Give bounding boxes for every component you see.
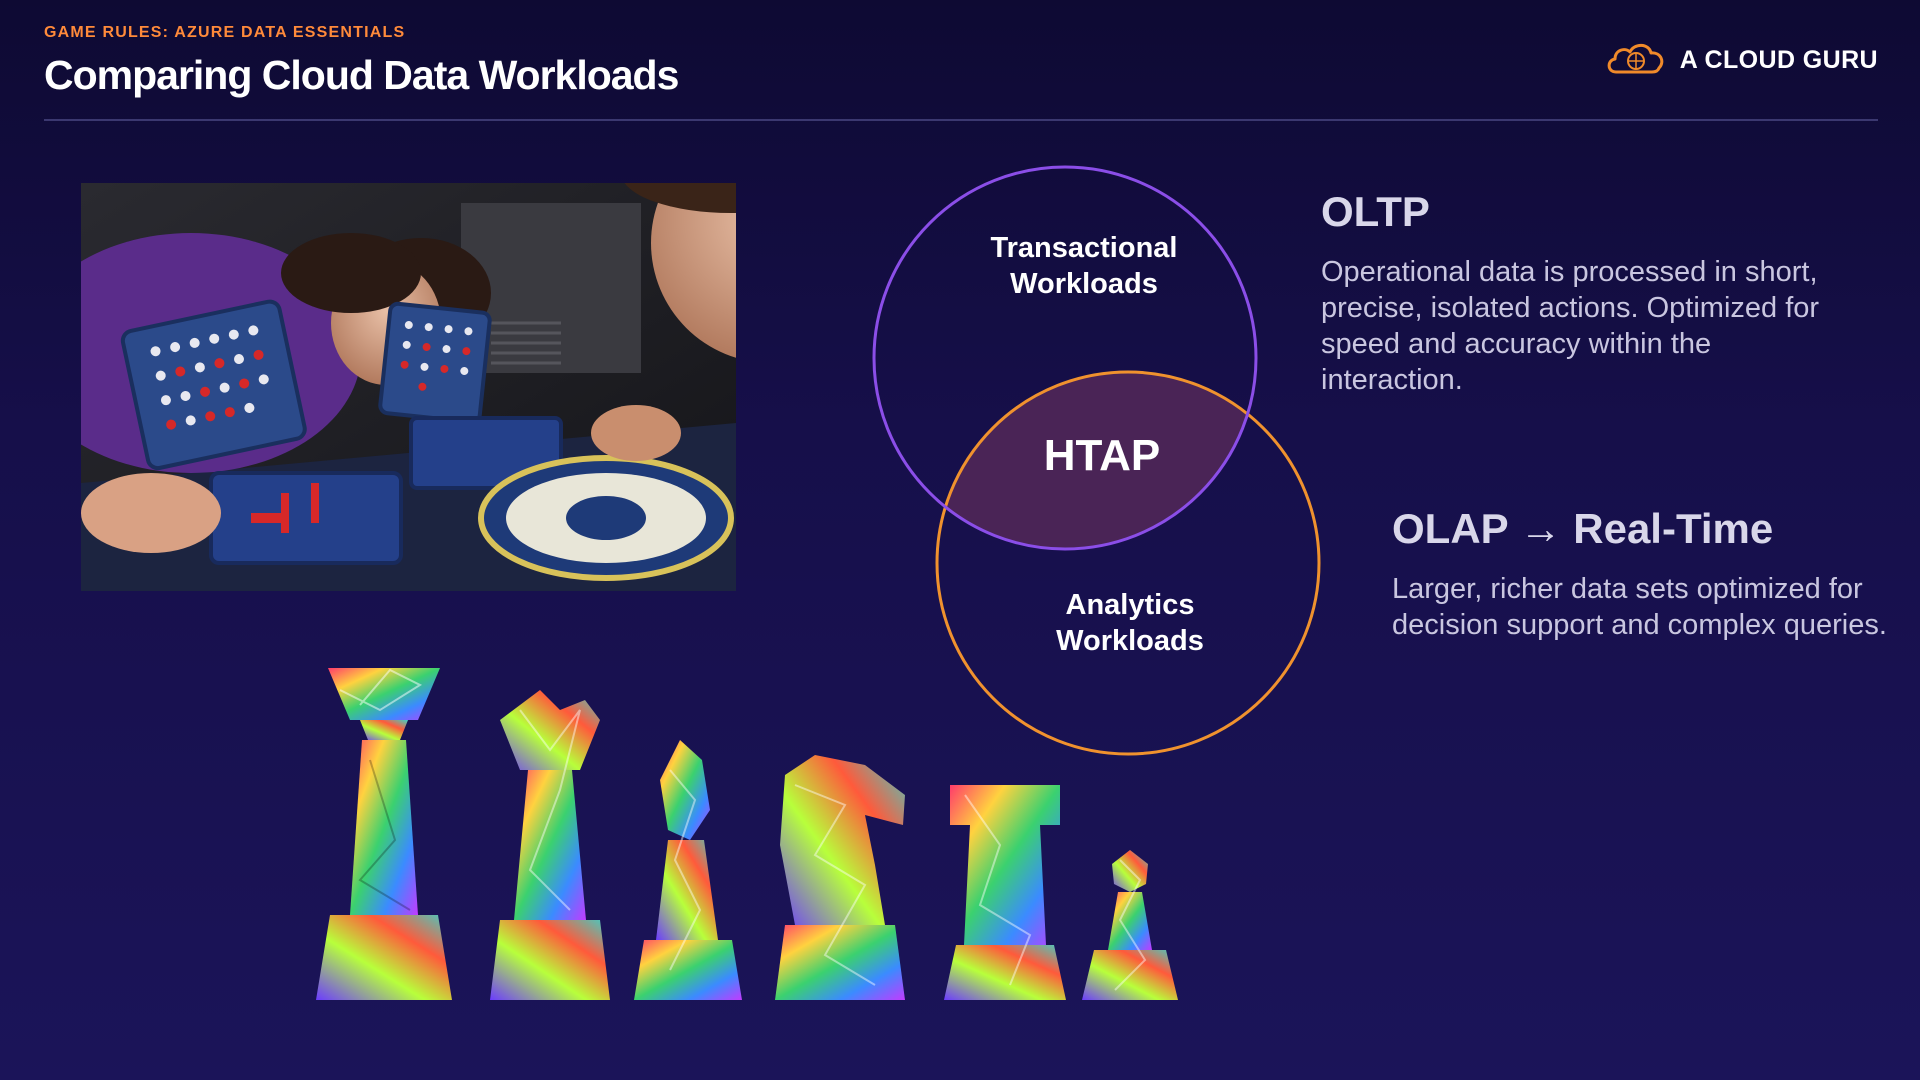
pawn-piece xyxy=(1082,850,1178,1000)
oltp-section: OLTP Operational data is processed in sh… xyxy=(1321,188,1841,398)
oltp-description: Operational data is processed in short, … xyxy=(1321,256,1820,396)
bishop-piece xyxy=(634,740,742,1000)
slide-title: Comparing Cloud Data Workloads xyxy=(44,52,679,98)
header-divider xyxy=(44,119,1878,121)
olap-section: OLAP → Real-Time Larger, richer data set… xyxy=(1392,505,1892,643)
brand-name: A CLOUD GURU xyxy=(1679,46,1878,74)
analytics-circle xyxy=(935,370,1321,756)
battleship-photo xyxy=(81,183,736,591)
olap-description: Larger, richer data sets optimized for d… xyxy=(1392,573,1887,641)
analytics-workloads-label: Analytics Workloads xyxy=(1056,589,1204,657)
rook-piece xyxy=(944,785,1066,1000)
brand-logo: A CLOUD GURU xyxy=(1604,38,1878,83)
transactional-workloads-label: Transactional Workloads xyxy=(990,232,1178,300)
workload-venn-diagram: Transactional Workloads HTAP Analytics W… xyxy=(860,160,1340,770)
oltp-heading: OLTP xyxy=(1321,188,1430,235)
transactional-circle xyxy=(872,165,1258,551)
queen-piece xyxy=(490,690,610,1000)
slide-header: GAME RULES: AZURE DATA ESSENTIALS Compar… xyxy=(44,24,1878,120)
htap-label: HTAP xyxy=(1043,431,1161,480)
knight-piece xyxy=(775,755,905,1000)
chess-pieces-illustration xyxy=(300,660,1220,1020)
slide-eyebrow: GAME RULES: AZURE DATA ESSENTIALS xyxy=(44,24,406,41)
king-piece xyxy=(316,668,452,1000)
cloud-logo-icon xyxy=(1604,38,1668,83)
olap-heading: OLAP → Real-Time xyxy=(1392,505,1774,552)
